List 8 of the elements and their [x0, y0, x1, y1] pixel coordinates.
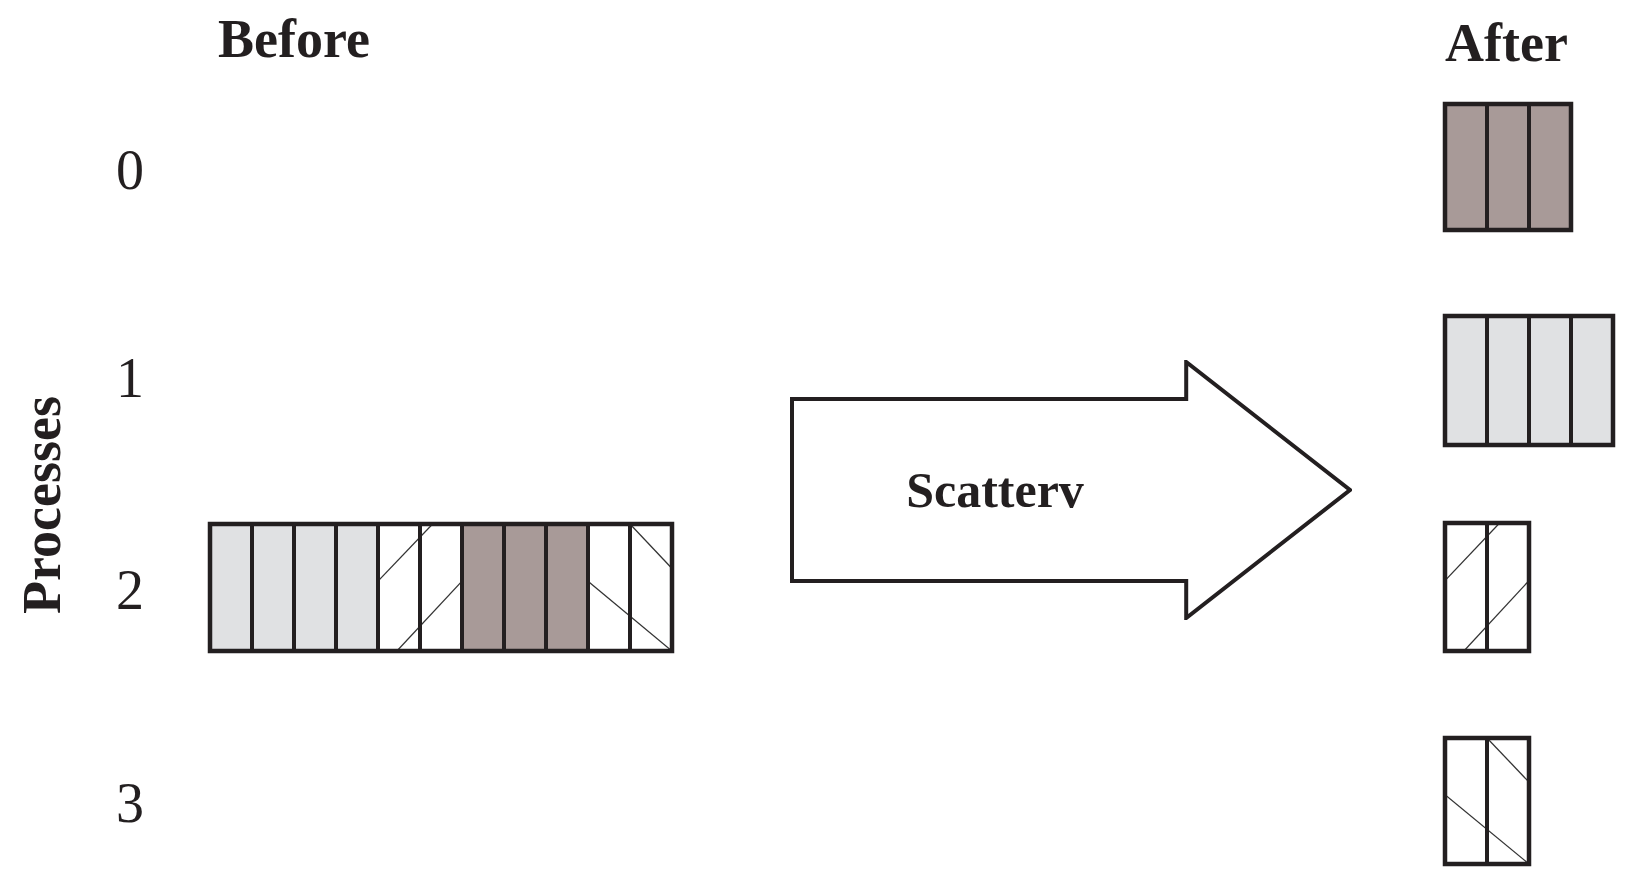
row-number: 0 [116, 142, 144, 198]
column-heading: Before [218, 12, 370, 66]
row-number: 3 [116, 775, 144, 831]
arrow-label: Scatterv [906, 465, 1084, 515]
row-number: 1 [116, 350, 144, 406]
axis-label: Processes [15, 396, 69, 614]
column-heading: After [1445, 16, 1568, 70]
row-number: 2 [116, 562, 144, 618]
